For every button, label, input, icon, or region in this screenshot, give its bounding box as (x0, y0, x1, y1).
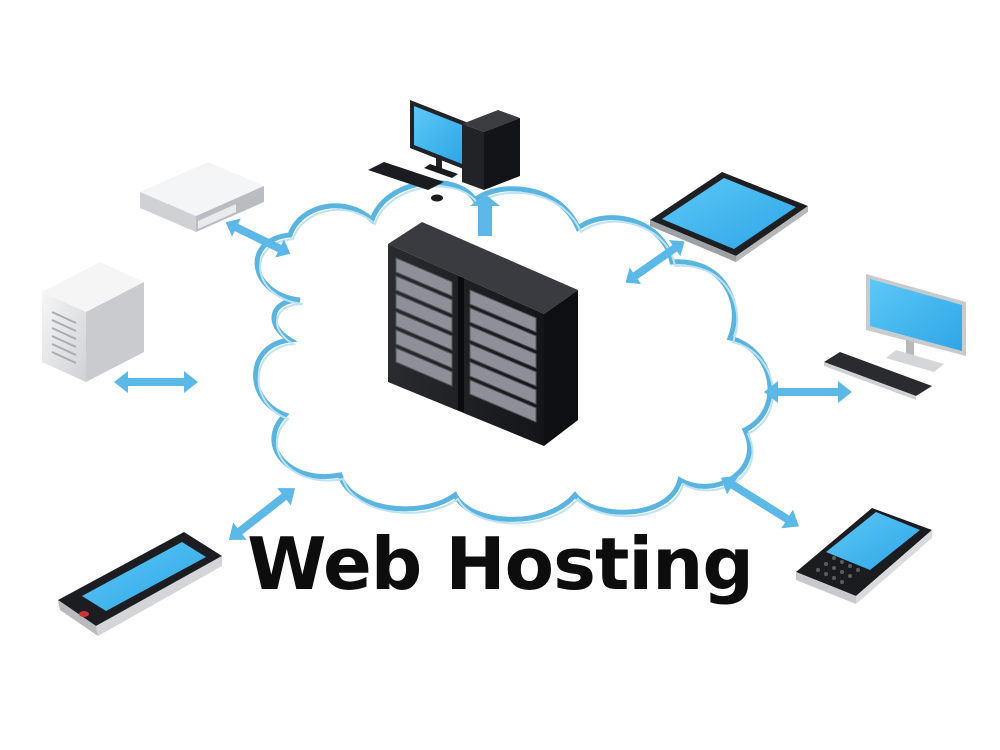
data-center-server-rack (388, 222, 578, 446)
arrow-desktop (470, 194, 500, 236)
desktop-computer-with-tower (368, 100, 520, 202)
arrow-rack-unit (225, 218, 291, 258)
arrow-qwerty-phone (720, 475, 800, 529)
rack-unit-server (140, 162, 264, 232)
tower-server (42, 262, 144, 382)
qwerty-phone (796, 508, 932, 604)
arrow-tablet (625, 240, 685, 284)
tablet (650, 172, 808, 262)
connection-arrows (114, 194, 852, 540)
arrow-smartphone (228, 488, 296, 540)
diagram-title: Web Hosting (247, 522, 754, 606)
monitor-with-keyboard (824, 274, 966, 400)
arrow-monitor (764, 381, 852, 403)
arrow-tower (114, 371, 198, 393)
smartphone (58, 532, 222, 636)
